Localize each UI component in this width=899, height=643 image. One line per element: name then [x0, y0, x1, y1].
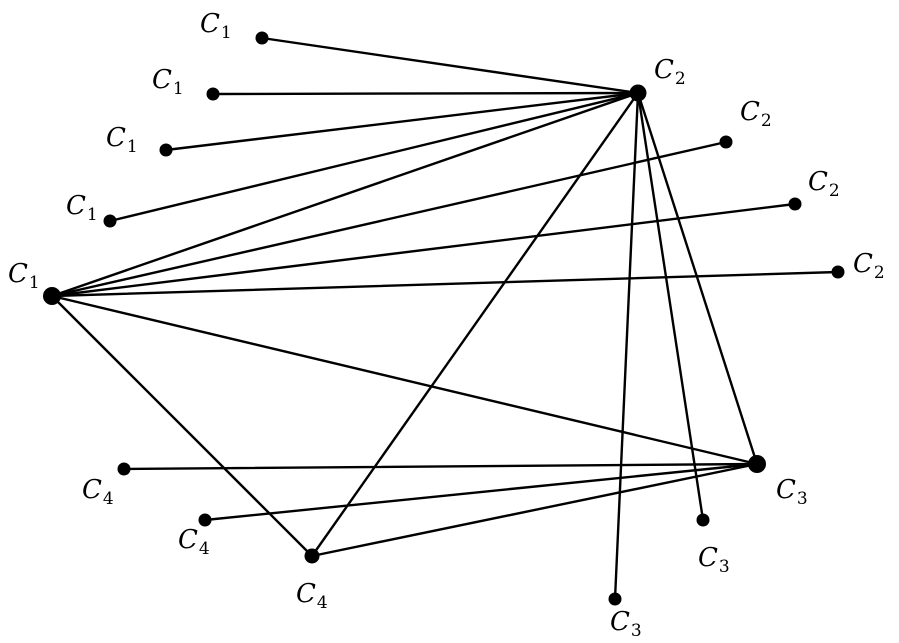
edge-c3-hub-to-c4-leaf-1 — [122, 462, 759, 471]
node-label-subscript: 4 — [317, 593, 328, 613]
node-label-subscript: 4 — [103, 489, 114, 509]
node-label-c2-leaf-3: C2 — [853, 249, 885, 283]
edge-c2-hub-to-c1-hub — [50, 91, 640, 298]
node-label-letter: C — [152, 65, 172, 95]
node-label-subscript: 1 — [127, 137, 138, 157]
node-label-c4-leaf-1: C4 — [82, 475, 114, 509]
node-label-subscript: 3 — [797, 489, 808, 509]
edge-c1-hub-to-c2-leaf-2 — [50, 202, 797, 298]
node-label-subscript: 2 — [829, 181, 840, 201]
node-label-c1-leaf-1: C1 — [200, 9, 232, 43]
edge-c2-hub-to-c1-leaf-4 — [108, 91, 640, 223]
node-label-letter: C — [610, 607, 630, 637]
edge-c1-hub-to-c4-hub — [50, 294, 314, 558]
node-c1-leaf-3 — [159, 143, 173, 157]
edge-c2-hub-to-c1-leaf-2 — [211, 91, 640, 96]
node-label-c2-leaf-2: C2 — [808, 167, 840, 201]
edge-c2-hub-to-c3-hub — [636, 91, 759, 466]
edge-c1-hub-to-c2-leaf-3 — [50, 270, 840, 298]
node-c2-leaf-1 — [719, 135, 733, 149]
node-label-letter: C — [200, 9, 220, 39]
node-c3-leaf-1 — [696, 513, 710, 527]
node-c2-hub — [629, 84, 647, 102]
edge-c3-hub-to-c4-leaf-2 — [203, 462, 759, 522]
node-label-letter: C — [654, 55, 674, 85]
node-label-letter: C — [853, 249, 873, 279]
node-label-subscript: 2 — [675, 69, 686, 89]
node-c4-hub — [304, 548, 320, 564]
node-c2-leaf-3 — [831, 265, 845, 279]
node-label-subscript: 3 — [719, 557, 730, 577]
node-label-c1-leaf-2: C1 — [152, 65, 184, 99]
node-label-c2-leaf-1: C2 — [740, 97, 772, 131]
node-label-c3-hub: C3 — [776, 475, 808, 509]
node-c1-leaf-1 — [255, 31, 269, 45]
node-label-letter: C — [296, 579, 316, 609]
node-label-c4-hub: C4 — [296, 579, 328, 613]
node-label-letter: C — [740, 97, 760, 127]
node-label-letter: C — [8, 259, 28, 289]
node-label-subscript: 3 — [631, 621, 642, 641]
node-c3-hub — [748, 455, 766, 473]
edge-c2-hub-to-c3-leaf-1 — [636, 91, 705, 522]
edge-c1-hub-to-c2-leaf-1 — [50, 140, 728, 298]
node-label-subscript: 2 — [874, 263, 885, 283]
edge-c1-hub-to-c3-hub — [50, 294, 759, 466]
node-c2-leaf-2 — [788, 197, 802, 211]
edge-c2-hub-to-c1-leaf-3 — [164, 91, 640, 152]
node-c3-leaf-2 — [608, 592, 622, 606]
node-label-letter: C — [106, 123, 126, 153]
node-label-subscript: 2 — [761, 111, 772, 131]
node-label-letter: C — [82, 475, 102, 505]
node-label-c2-hub: C2 — [654, 55, 686, 89]
node-label-subscript: 1 — [87, 205, 98, 225]
node-label-c1-hub: C1 — [8, 259, 40, 293]
edge-c2-hub-to-c1-leaf-1 — [260, 36, 640, 95]
node-label-letter: C — [178, 525, 198, 555]
node-label-letter: C — [66, 191, 86, 221]
node-label-letter: C — [776, 475, 796, 505]
node-label-c4-leaf-2: C4 — [178, 525, 210, 559]
edge-c2-hub-to-c4-hub — [310, 91, 640, 558]
node-label-c1-leaf-4: C1 — [66, 191, 98, 225]
node-label-letter: C — [698, 543, 718, 573]
node-label-subscript: 1 — [173, 79, 184, 99]
node-c1-hub — [43, 287, 61, 305]
node-label-subscript: 1 — [29, 273, 40, 293]
nodes-layer — [43, 31, 845, 606]
node-c4-leaf-2 — [198, 513, 212, 527]
node-label-c1-leaf-3: C1 — [106, 123, 138, 157]
node-c1-leaf-4 — [103, 214, 117, 228]
node-c1-leaf-2 — [206, 87, 220, 101]
node-label-subscript: 4 — [199, 539, 210, 559]
edge-c2-hub-to-c3-leaf-2 — [613, 91, 640, 601]
node-c4-leaf-1 — [117, 462, 131, 476]
edges-layer — [50, 36, 840, 601]
node-label-subscript: 1 — [221, 23, 232, 43]
node-label-c3-leaf-1: C3 — [698, 543, 730, 577]
node-label-letter: C — [808, 167, 828, 197]
edge-c3-hub-to-c4-hub — [310, 462, 759, 558]
node-label-c3-leaf-2: C3 — [610, 607, 642, 641]
